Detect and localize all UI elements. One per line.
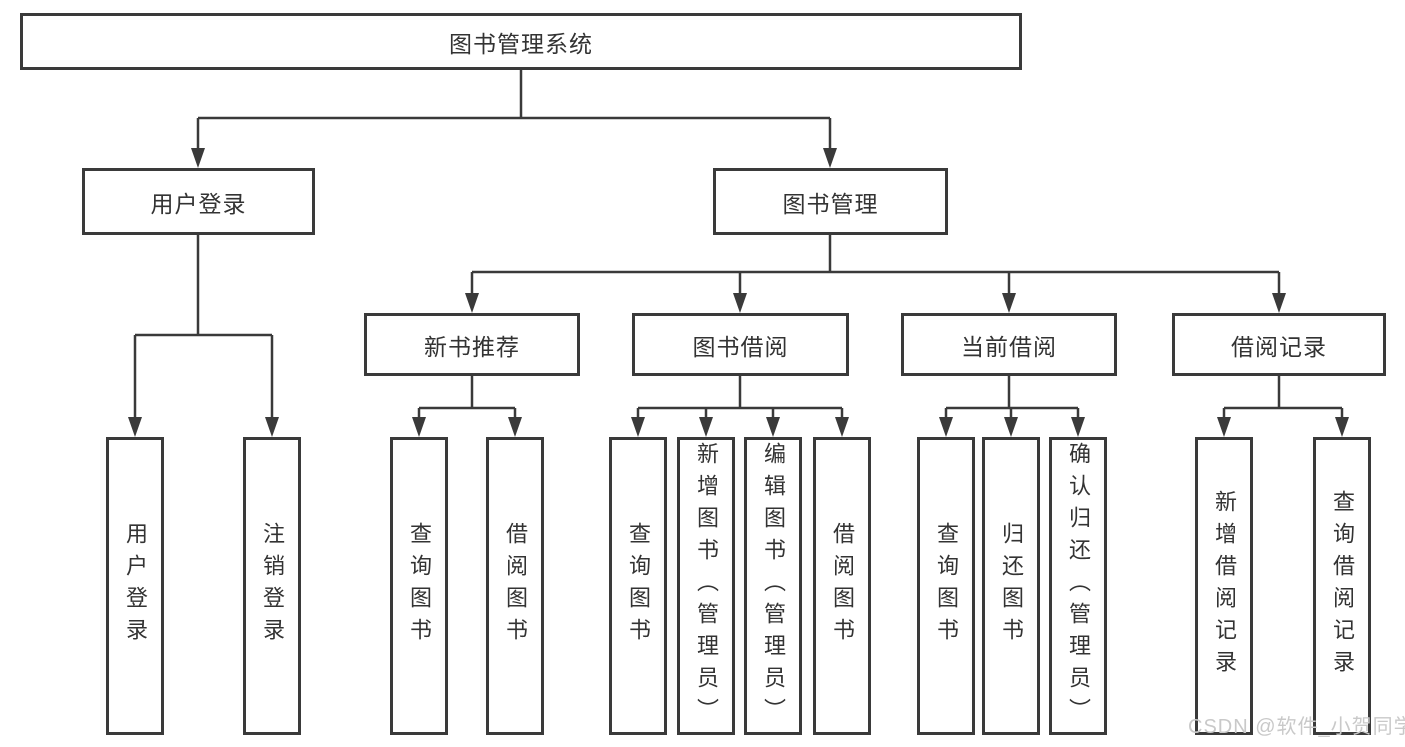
node-book-borrowing: 图书借阅 [632,313,849,376]
node-borrow-records: 借阅记录 [1172,313,1386,376]
leaf-query-books-current: 查询图书 [917,437,975,735]
node-label: 用户登录 [150,190,247,217]
leaf-label: 查询图书 [934,522,959,650]
leaf-logout: 注销登录 [243,437,301,735]
node-label: 图书借阅 [692,333,789,360]
leaf-edit-book-admin: 编辑图书（管理员） [744,437,802,735]
node-user-login: 用户登录 [82,168,315,235]
node-label: 借阅记录 [1231,333,1327,360]
arrowheads [128,148,1349,437]
leaf-borrow-books-recommend: 借阅图书 [486,437,544,735]
leaf-label: 新增借阅记录 [1212,490,1237,682]
node-book-management: 图书管理 [713,168,948,235]
leaf-return-books: 归还图书 [982,437,1040,735]
leaf-confirm-return-admin: 确认归还（管理员） [1049,437,1107,735]
leaf-label: 归还图书 [999,522,1024,650]
leaf-borrow-books: 借阅图书 [813,437,871,735]
leaf-query-books-recommend: 查询图书 [390,437,448,735]
leaf-add-book-admin: 新增图书（管理员） [677,437,735,735]
leaf-query-borrow-record: 查询借阅记录 [1313,437,1371,735]
leaf-label: 查询图书 [407,522,432,650]
csdn-watermark: CSDN @软件_小贺同学 [1188,716,1405,738]
leaf-label: 编辑图书（管理员） [761,442,786,730]
leaf-user-login: 用户登录 [106,437,164,735]
leaf-label: 注销登录 [260,522,285,650]
node-new-book-recommend: 新书推荐 [364,313,580,376]
node-label: 新书推荐 [424,333,520,360]
node-library-management-system: 图书管理系统 [20,13,1022,70]
leaf-label: 确认归还（管理员） [1066,442,1091,730]
node-label: 当前借阅 [961,333,1057,360]
node-label: 图书管理 [782,190,879,217]
node-current-borrowing: 当前借阅 [901,313,1117,376]
node-label: 图书管理系统 [449,30,593,57]
leaf-add-borrow-record: 新增借阅记录 [1195,437,1253,735]
leaf-label: 查询图书 [626,522,651,650]
leaf-label: 借阅图书 [830,522,855,650]
leaf-label: 查询借阅记录 [1330,490,1355,682]
leaf-query-books-borrowing: 查询图书 [609,437,667,735]
leaf-label: 借阅图书 [503,522,528,650]
leaf-label: 用户登录 [123,522,148,650]
leaf-label: 新增图书（管理员） [694,442,719,730]
